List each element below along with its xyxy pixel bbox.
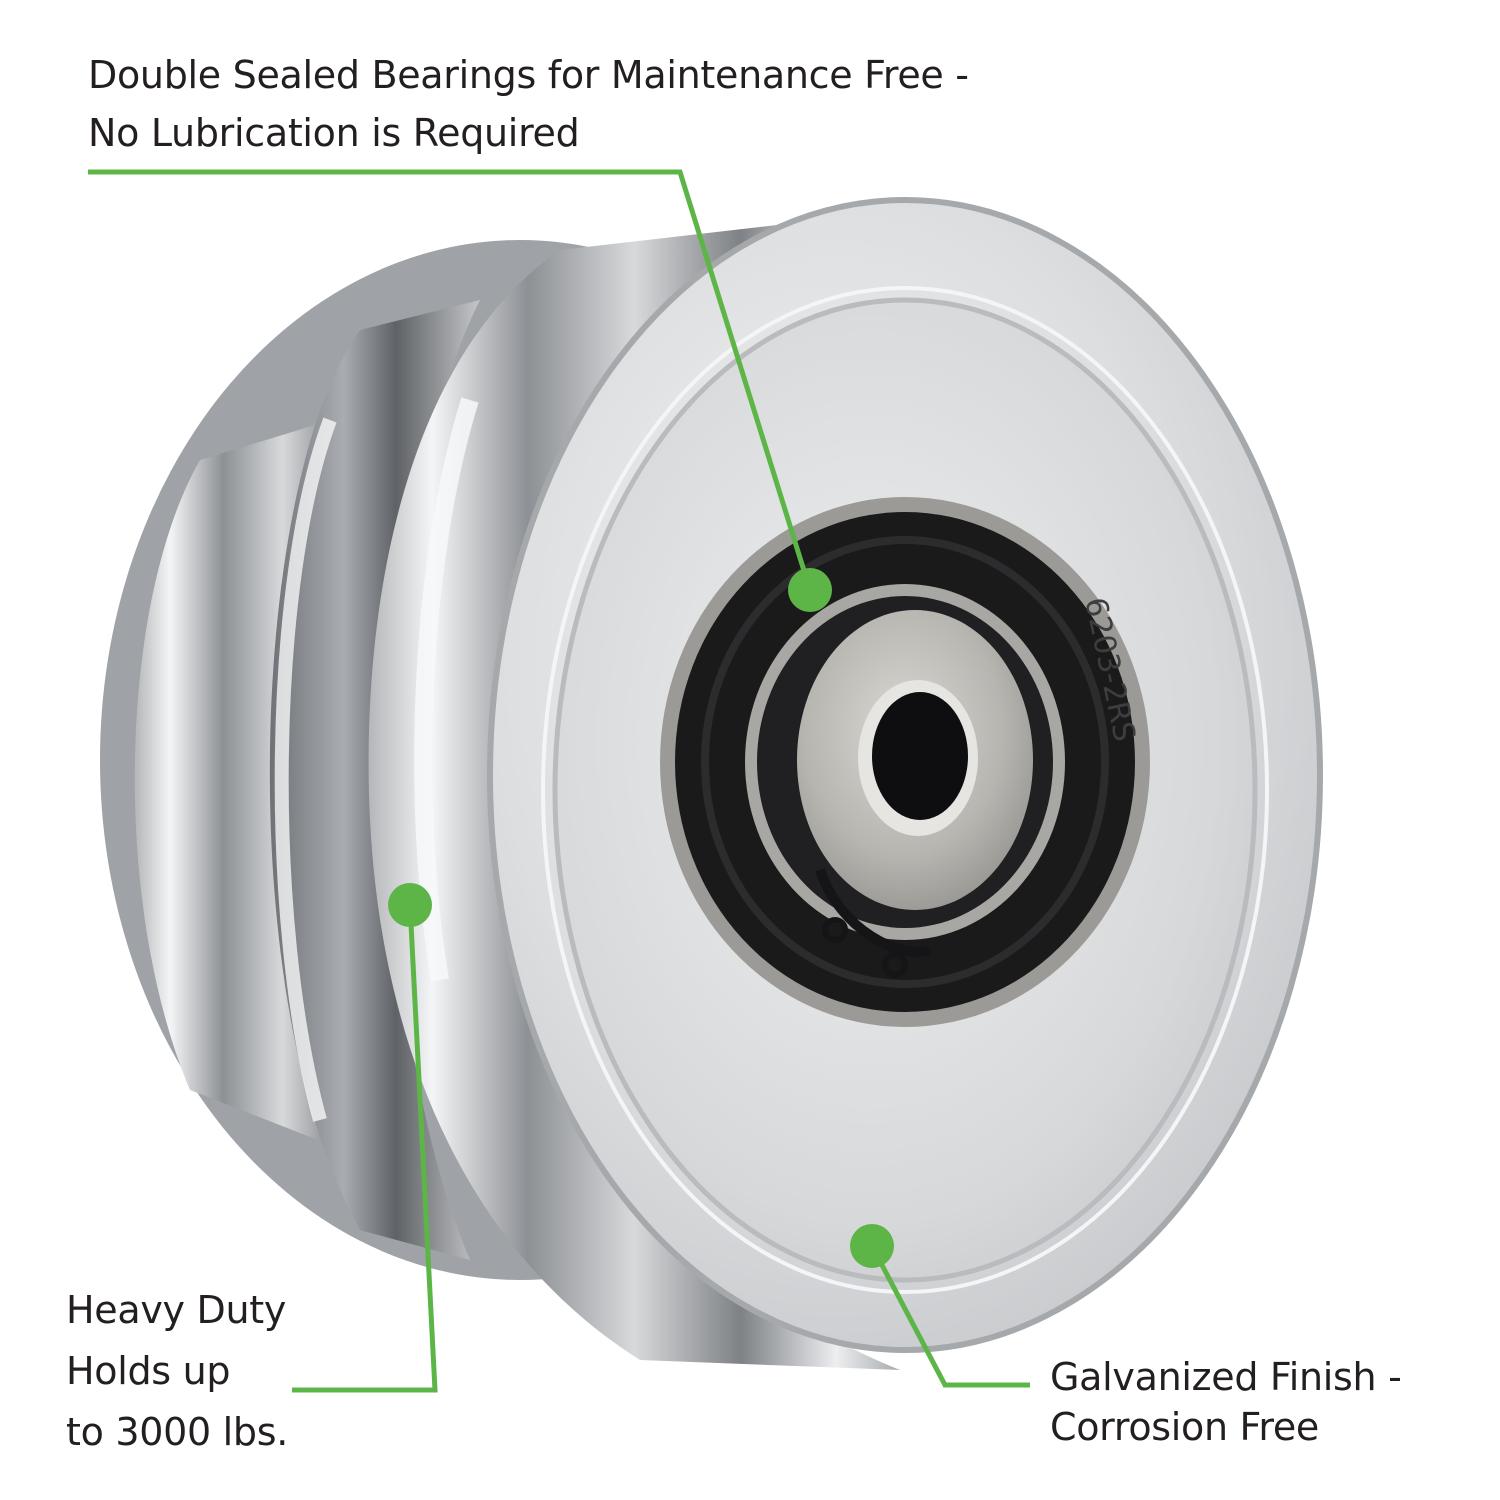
bearings-callout-line2: No Lubrication is Required [88, 111, 580, 155]
finish-callout-line1: Galvanized Finish - [1050, 1355, 1402, 1399]
callout-lines [88, 169, 1030, 1393]
load-callout-label: Heavy Duty Holds up to 3000 lbs. [66, 1280, 288, 1463]
load-leader-line [292, 904, 438, 1393]
finish-callout-line2: Corrosion Free [1050, 1405, 1319, 1449]
hub-sleeve [797, 610, 1033, 978]
load-callout-line2: Holds up [66, 1349, 231, 1393]
load-callout-dot [388, 883, 432, 927]
bearings-callout-label: Double Sealed Bearings for Maintenance F… [88, 46, 969, 162]
bearings-callout-line1: Double Sealed Bearings for Maintenance F… [88, 53, 969, 97]
finish-callout-dot [850, 1224, 894, 1268]
load-callout-line3: to 3000 lbs. [66, 1410, 288, 1454]
finish-callout-label: Galvanized Finish - Corrosion Free [1050, 1352, 1402, 1452]
bearings-leader-line [88, 169, 813, 591]
finish-leader-line [869, 1244, 1030, 1388]
load-callout-line1: Heavy Duty [66, 1288, 287, 1332]
bearings-callout-dot [788, 568, 832, 612]
